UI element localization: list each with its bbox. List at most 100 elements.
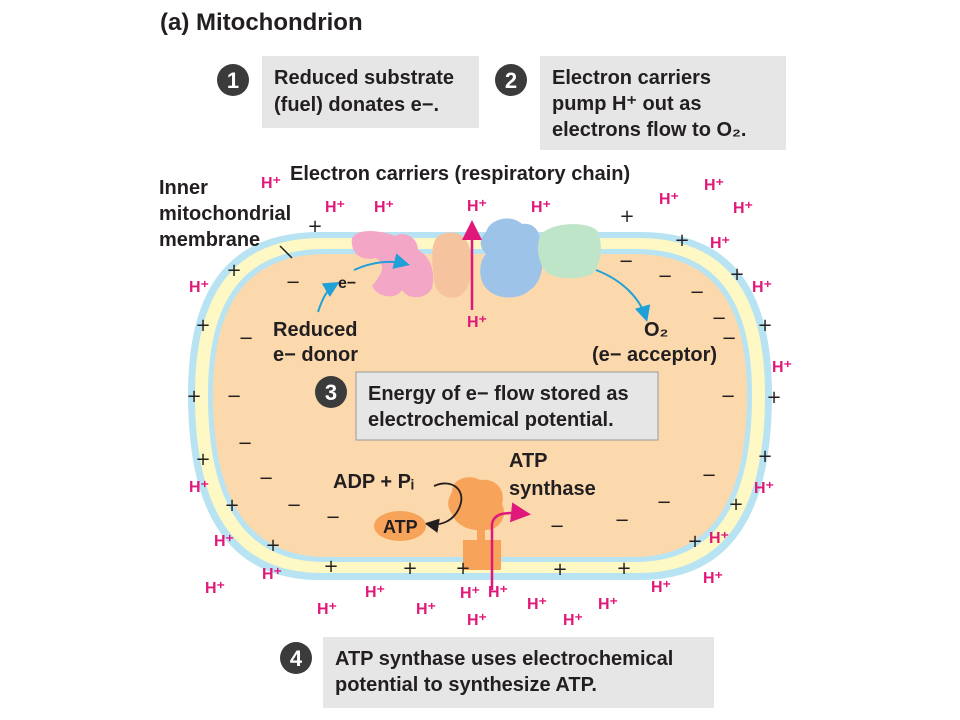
atp-product-bubble: [374, 511, 426, 541]
positive-charge-sign: +: [766, 387, 781, 408]
donor-label-2: e− donor: [273, 344, 358, 366]
charge-layer: H⁺ H⁺ H⁺ H⁺ H⁺ H⁺ H⁺ H⁺ H⁺ H⁺ H⁺ H⁺ H⁺ H⁺ H⁺ H⁺ H⁺ H⁺ H⁺ H⁺…: [186, 175, 792, 629]
step-2: 2 Electron carriers pump H⁺ out as elect…: [495, 56, 786, 150]
step-1-number: 1: [227, 68, 239, 93]
proton-label: H⁺: [325, 199, 345, 216]
atp-proton-arrow: [490, 502, 531, 590]
step-1-line-2: (fuel) donates e−.: [274, 94, 439, 116]
proton-label: H⁺: [651, 579, 671, 596]
step-4-line-1: ATP synthase uses electrochemical: [335, 648, 673, 670]
step-2-box: [540, 56, 786, 150]
positive-charge-sign: +: [729, 264, 744, 285]
step-3-line-2: electrochemical potential.: [368, 409, 614, 431]
positive-charge-sign: +: [728, 494, 743, 515]
proton-label: H⁺: [488, 584, 508, 601]
proton-label: H⁺: [365, 584, 385, 601]
positive-charge-sign: +: [195, 449, 210, 470]
positive-charge-sign: +: [757, 315, 772, 336]
proton-label: H⁺: [754, 480, 774, 497]
positive-charge-sign: +: [619, 206, 634, 227]
step-3-box: [355, 371, 659, 441]
proton-label: H⁺: [527, 596, 547, 613]
positive-charge-sign: +: [224, 495, 239, 516]
proton-label: H⁺: [772, 359, 792, 376]
proton-label: H⁺: [704, 177, 724, 194]
acceptor-label-1: O₂: [644, 319, 668, 341]
proton-label: H⁺: [733, 200, 753, 217]
proton-label: H⁺: [531, 199, 551, 216]
membrane-label-1: Inner: [159, 177, 208, 199]
negative-charge-sign: −: [258, 468, 273, 489]
step-2-line-1: Electron carriers: [552, 67, 711, 89]
positive-charge-sign: +: [455, 558, 470, 579]
negative-charge-sign: −: [689, 282, 704, 303]
step-2-line-2: pump H⁺ out as: [552, 93, 701, 115]
positive-charge-sign: +: [226, 260, 241, 281]
carrier-complex-4: [538, 224, 601, 279]
negative-charge-sign: −: [720, 386, 735, 407]
positive-charge-sign: +: [687, 531, 702, 552]
positive-charge-sign: +: [552, 559, 567, 580]
positive-charge-sign: +: [265, 535, 280, 556]
positive-charge-sign: +: [757, 446, 772, 467]
step-3-number: 3: [325, 380, 337, 405]
step-4-line-2: potential to synthesize ATP.: [335, 674, 597, 696]
step-4-number: 4: [290, 646, 303, 671]
proton-label: H⁺: [205, 580, 225, 597]
positive-charge-sign: +: [323, 556, 338, 577]
negative-charge-sign: −: [618, 251, 633, 272]
proton-label: H⁺: [710, 235, 730, 252]
positive-charge-sign: +: [402, 558, 417, 579]
acceptor-label-2: (e− acceptor): [592, 344, 717, 366]
proton-label: H⁺: [709, 530, 729, 547]
electron-entry-arrow: [353, 253, 410, 271]
atp-synthase: [374, 477, 531, 590]
negative-charge-sign: −: [701, 465, 716, 486]
negative-charge-sign: −: [285, 272, 300, 293]
respiratory-chain-label: Electron carriers (respiratory chain): [290, 163, 630, 185]
proton-label: H⁺: [460, 585, 480, 602]
negative-charge-sign: −: [549, 516, 564, 537]
negative-charge-sign: −: [238, 328, 253, 349]
atp-synthase-label-2: synthase: [509, 478, 596, 500]
atp-synthase-stalk: [477, 528, 485, 544]
step-2-line-3: electrons flow to O₂.: [552, 119, 746, 141]
diagram-title: (a) Mitochondrion: [160, 9, 363, 36]
negative-charge-sign: −: [325, 507, 340, 528]
negative-charge-sign: −: [711, 308, 726, 329]
proton-label: H⁺: [214, 533, 234, 550]
negative-charge-sign: −: [721, 328, 736, 349]
phosphorylation-arrow: [424, 482, 463, 533]
proton-label: H⁺: [659, 191, 679, 208]
proton-label: H⁺: [563, 612, 583, 629]
donor-label-1: Reduced: [273, 319, 357, 341]
atp-label: ATP: [383, 517, 418, 537]
step-4-badge: [280, 642, 312, 674]
negative-charge-sign: −: [237, 433, 252, 454]
step-3: 3 Energy of e− flow stored as electroche…: [315, 371, 659, 441]
electron-label: e−: [338, 275, 356, 292]
step-1-line-1: Reduced substrate: [274, 67, 454, 89]
proton-label: H⁺: [598, 596, 618, 613]
step-1: 1 Reduced substrate (fuel) donates e−.: [217, 56, 479, 128]
step-1-box: [262, 56, 479, 128]
negative-charge-sign: −: [657, 266, 672, 287]
positive-charge-sign: +: [616, 558, 631, 579]
step-4-box: [323, 637, 714, 708]
negative-charge-sign: −: [614, 510, 629, 531]
membrane-label-2: mitochondrial: [159, 203, 291, 225]
proton-label: H⁺: [752, 279, 772, 296]
atp-synthase-base: [463, 540, 501, 570]
step-2-badge: [495, 64, 527, 96]
carrier-complex-3: [480, 218, 543, 298]
atp-synthase-head: [448, 477, 505, 531]
respiratory-chain: [317, 218, 651, 322]
step-2-number: 2: [505, 68, 517, 93]
proton-label: H⁺: [703, 570, 723, 587]
proton-label: H⁺: [467, 314, 487, 331]
negative-charge-sign: −: [226, 386, 241, 407]
positive-charge-sign: +: [307, 216, 322, 237]
membrane-leader-line: [279, 245, 293, 259]
